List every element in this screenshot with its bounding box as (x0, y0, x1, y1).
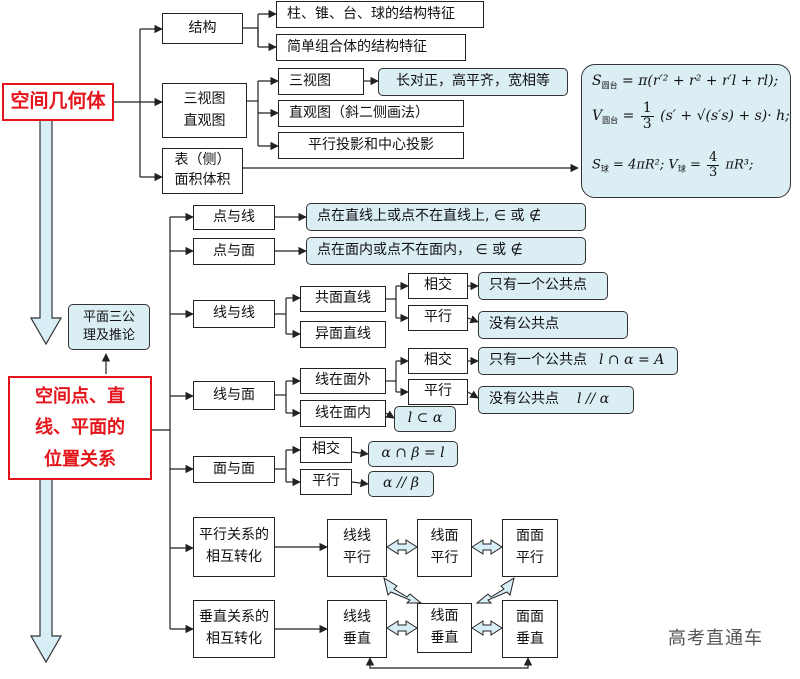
pp-intersect-node: 相交 (300, 437, 352, 463)
lp-parallel-line-1: 线面 (430, 528, 459, 545)
parallel-transform-line-1: 平行关系的 (199, 527, 269, 544)
lp-intersect-node: 相交 (408, 348, 468, 374)
ll-perp-box: 线线 垂直 (327, 600, 387, 658)
parallel-transform-node: 平行关系的 相互转化 (193, 517, 275, 577)
pp-perp-box: 面面 垂直 (502, 600, 558, 658)
relations-title-line-2: 线、平面的 (35, 417, 125, 439)
structure-node: 结构 (162, 13, 243, 44)
pp-parallel-line-1: 面面 (516, 528, 544, 545)
pp-parallel-node: 平行 (300, 469, 352, 495)
perp-transform-line-2: 相互转化 (206, 631, 262, 647)
lp-perp-line-2: 垂直 (430, 630, 459, 646)
lp-no-point: 没有公共点 l // α (478, 386, 634, 414)
fraction-den: 3 (709, 164, 718, 180)
formula-sub: 球 (600, 164, 609, 174)
fraction-num: 1 (640, 100, 654, 117)
structure-item-prism: 柱、锥、台、球的结构特征 (276, 1, 484, 28)
point-line-desc: 点在直线上或点不在直线上, ∈ 或 ∉ (306, 203, 586, 231)
formula-symbol-s: S (592, 73, 602, 89)
lp-one-point: 只有一个公共点 l ∩ α = A (478, 347, 678, 375)
lp-perp-line-1: 线面 (430, 608, 459, 625)
formula-symbol-v: V (668, 157, 678, 173)
formula-rhs: = 4πR²; (613, 157, 665, 173)
ll-one-point: 只有一个公共点 (478, 272, 608, 300)
line-line-node: 线与线 (193, 300, 275, 328)
point-plane-desc: 点在面内或点不在面内， ∈ 或 ∉ (306, 237, 586, 265)
formula-frustum-area: S圆台 = π(r′² + r² + r′l + rl); (592, 73, 778, 91)
formula-sub: 圆台 (602, 116, 619, 126)
three-view-rule: 长对正，高平齐，宽相等 (378, 68, 568, 96)
view-item-oblique: 直观图（斜二侧画法） (278, 100, 464, 127)
area-line-2: 面积体积 (174, 172, 231, 188)
skew-node: 异面直线 (300, 321, 386, 348)
axioms-node: 平面三公 理及推论 (68, 304, 150, 350)
point-line-node: 点与线 (193, 205, 275, 230)
plane-plane-node: 面与面 (193, 456, 275, 483)
structure-item-combined: 简单组合体的结构特征 (276, 34, 466, 61)
ll-perp-line-2: 垂直 (343, 631, 371, 647)
axioms-line-1: 平面三公 (82, 309, 135, 325)
views-node: 三视图 直观图 (162, 83, 247, 138)
lp-no-point-text: 没有公共点 (489, 391, 559, 408)
pp-parallel-line-2: 平行 (516, 550, 544, 566)
formula-sub: 圆台 (601, 81, 618, 90)
views-line-1: 三视图 (183, 90, 226, 107)
views-line-2: 直观图 (183, 112, 226, 129)
lp-one-point-text: 只有一个公共点 (489, 352, 587, 369)
pp-perp-line-1: 面面 (516, 609, 544, 626)
pp-intersect-math: α ∩ β = l (368, 441, 458, 467)
line-outside-node: 线在面外 (300, 368, 386, 394)
ll-parallel-node: 平行 (408, 305, 468, 331)
relations-title-line-3: 位置关系 (44, 448, 116, 470)
coplanar-node: 共面直线 (300, 286, 386, 312)
perp-transform-line-1: 垂直关系的 (199, 609, 269, 626)
area-line-1: 表（侧） (174, 152, 231, 169)
relations-title: 空间点、直 线、平面的 位置关系 (8, 376, 152, 480)
lp-one-point-math: l ∩ α = A (599, 352, 665, 369)
line-inside-node: 线在面内 (300, 400, 386, 427)
lp-perp-box: 线面 垂直 (417, 603, 472, 653)
pp-parallel-box: 面面 平行 (502, 519, 558, 577)
fraction-num: 4 (707, 150, 720, 166)
fraction-den: 3 (642, 115, 652, 132)
ll-parallel-box: 线线 平行 (327, 519, 387, 577)
perp-transform-node: 垂直关系的 相互转化 (193, 600, 275, 658)
lp-no-point-math: l // α (577, 391, 610, 408)
view-item-three-view: 三视图 (278, 68, 364, 95)
formula-sub: 球 (677, 164, 686, 174)
geometry-title: 空间几何体 (2, 83, 114, 121)
lp-parallel-box: 线面 平行 (417, 519, 472, 577)
ll-intersect-node: 相交 (408, 273, 468, 299)
pp-perp-line-2: 垂直 (516, 631, 544, 647)
watermark-text: 高考直通车 (668, 628, 763, 649)
axioms-line-2: 理及推论 (82, 328, 135, 343)
lp-inside-math: l ⊂ α (394, 406, 456, 432)
formula-symbol-v: V (592, 108, 603, 125)
point-plane-node: 点与面 (193, 238, 275, 265)
ll-parallel-line-2: 平行 (343, 550, 371, 566)
pp-parallel-math: α // β (368, 471, 434, 497)
area-volume-node: 表（侧） 面积体积 (162, 148, 243, 194)
formula-rhs: πR³; (725, 157, 754, 173)
parallel-transform-line-2: 相互转化 (206, 549, 262, 565)
relations-title-line-1: 空间点、直 (35, 385, 125, 407)
ll-no-point: 没有公共点 (478, 311, 628, 339)
formula-symbol-s: S (592, 157, 601, 173)
formula-rhs: (s′ + √(s′s) + s)· h; (660, 108, 790, 125)
line-plane-node: 线与面 (193, 381, 275, 410)
view-item-projection: 平行投影和中心投影 (278, 132, 464, 159)
formula-rhs: = π(r′² + r² + r′l + rl); (622, 73, 779, 89)
lp-parallel-node: 平行 (408, 379, 468, 405)
ll-perp-line-1: 线线 (343, 609, 371, 626)
ll-parallel-line-1: 线线 (343, 528, 371, 545)
lp-parallel-line-2: 平行 (430, 550, 459, 566)
